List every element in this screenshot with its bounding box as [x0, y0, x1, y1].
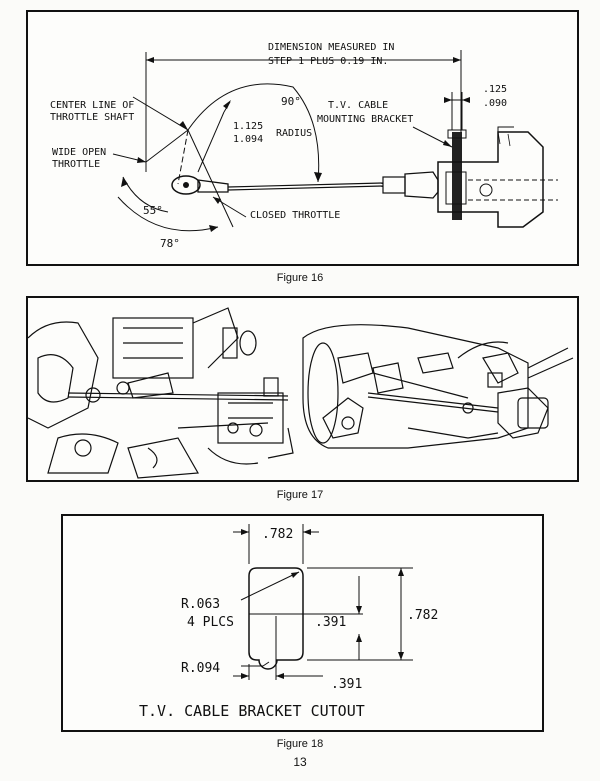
- bottom-dimension-label: .391: [331, 677, 362, 692]
- figure-16-caption: Figure 16: [276, 272, 324, 284]
- radius-min-label: 1.094: [233, 134, 263, 145]
- figure-16-panel: DIMENSION MEASURED IN STEP 1 PLUS 0.19 I…: [26, 10, 579, 266]
- bracket-label-2: MOUNTING BRACKET: [317, 114, 413, 125]
- gap-min-label: .090: [483, 98, 507, 109]
- radius-max-label: 1.125: [233, 121, 263, 132]
- figure-16-diagram: DIMENSION MEASURED IN STEP 1 PLUS 0.19 I…: [50, 42, 558, 250]
- wide-open-label-1: WIDE OPEN: [52, 147, 106, 158]
- figure-17-panel: [26, 296, 579, 482]
- notch-radius-label: R.094: [181, 661, 220, 676]
- corner-count-label: 4 PLCS: [187, 615, 234, 630]
- angle-55-label: 55°: [143, 204, 163, 217]
- right-dimension-label: .782: [407, 608, 438, 623]
- figure-17-caption: Figure 17: [276, 489, 324, 501]
- center-line-label-1: CENTER LINE OF: [50, 100, 134, 111]
- cutout-title: T.V. CABLE BRACKET CUTOUT: [139, 702, 365, 720]
- half-dimension-label: .391: [315, 615, 346, 630]
- angle-78-label: 78°: [160, 237, 180, 250]
- radius-label: RADIUS: [276, 128, 312, 139]
- top-dimension-label: .782: [262, 527, 293, 542]
- wide-open-label-2: THROTTLE: [52, 159, 100, 170]
- dimension-note-line-1: DIMENSION MEASURED IN: [268, 42, 394, 53]
- figure-18-diagram: .782 .782 .391 .391 R.063 4 PLCS R.094 T…: [139, 524, 438, 720]
- dimension-note-line-2: STEP 1 PLUS 0.19 IN.: [268, 56, 388, 67]
- center-line-label-2: THROTTLE SHAFT: [50, 112, 134, 123]
- figure-17-illustration: [28, 307, 574, 479]
- gap-max-label: .125: [483, 84, 507, 95]
- corner-radius-label: R.063: [181, 597, 220, 612]
- closed-throttle-label: CLOSED THROTTLE: [250, 210, 340, 221]
- figure-18-caption: Figure 18: [276, 738, 324, 750]
- page-number: 13: [293, 755, 307, 769]
- angle-90-label: 90°: [281, 95, 301, 108]
- bracket-label-1: T.V. CABLE: [328, 100, 388, 111]
- figure-18-panel: .782 .782 .391 .391 R.063 4 PLCS R.094 T…: [61, 514, 544, 732]
